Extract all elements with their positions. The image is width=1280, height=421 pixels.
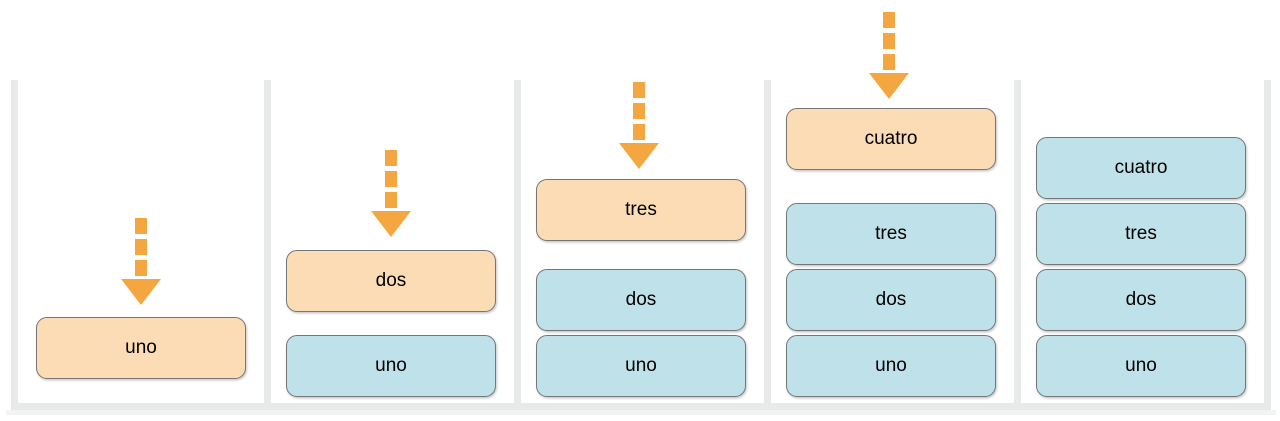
stack-item: cuatro <box>1036 137 1246 199</box>
push-arrow <box>619 82 659 169</box>
push-arrow <box>121 218 161 305</box>
stack-item: uno <box>536 335 746 397</box>
arrow-dash <box>883 33 895 49</box>
arrow-head-icon <box>869 73 909 99</box>
arrow-dash <box>633 103 645 119</box>
arrow-dash <box>385 171 397 187</box>
arrow-dash <box>135 239 147 255</box>
frame-bottom-shadow <box>6 410 1276 415</box>
arrow-head-icon <box>619 143 659 169</box>
stack-item: tres <box>1036 203 1246 265</box>
panel-divider <box>764 80 771 410</box>
stack-item: dos <box>1036 269 1246 331</box>
arrow-dash <box>135 260 147 276</box>
panel-divider <box>514 80 521 410</box>
push-arrow <box>371 150 411 237</box>
stack-item: uno <box>786 335 996 397</box>
arrow-dash <box>135 218 147 234</box>
stack-item-incoming: uno <box>36 317 246 379</box>
panel-divider <box>11 80 18 410</box>
stack-item-incoming: dos <box>286 250 496 312</box>
push-arrow <box>869 12 909 99</box>
arrow-head-icon <box>121 279 161 305</box>
stack-item: uno <box>286 335 496 397</box>
stack-item: dos <box>786 269 996 331</box>
panel-divider <box>1014 80 1021 410</box>
frame-bottom-bar <box>11 403 1271 410</box>
panel-divider <box>264 80 271 410</box>
arrow-dash <box>633 82 645 98</box>
arrow-dash <box>883 12 895 28</box>
arrow-dash <box>883 54 895 70</box>
stack-item: uno <box>1036 335 1246 397</box>
panel-divider <box>1264 80 1271 410</box>
stack-item-incoming: cuatro <box>786 108 996 170</box>
stack-item-incoming: tres <box>536 179 746 241</box>
arrow-dash <box>385 192 397 208</box>
arrow-head-icon <box>371 211 411 237</box>
stack-item: dos <box>536 269 746 331</box>
arrow-dash <box>385 150 397 166</box>
stack-item: tres <box>786 203 996 265</box>
arrow-dash <box>633 124 645 140</box>
